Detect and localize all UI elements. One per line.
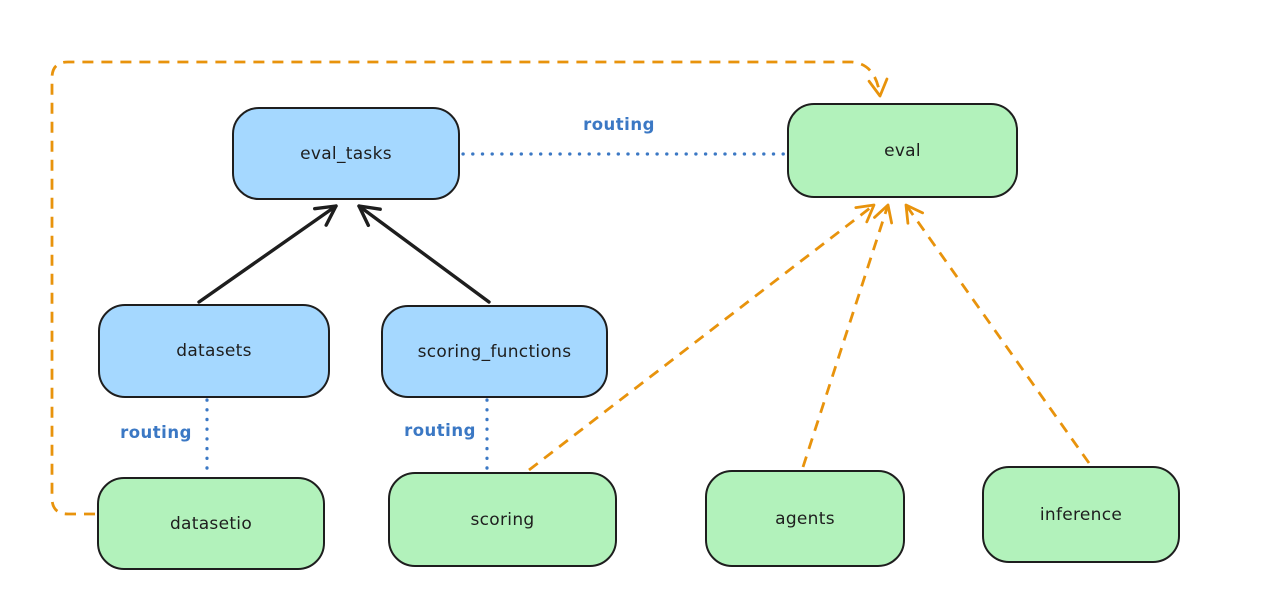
- edge-datasetio-to-eval: [50, 60, 889, 516]
- node-eval: eval: [787, 103, 1018, 198]
- edge-label-routing-eval-tasks-eval: routing: [583, 115, 655, 134]
- node-agents-label: agents: [775, 508, 835, 529]
- node-scoring-label: scoring: [470, 509, 535, 530]
- node-scoring: scoring: [388, 472, 617, 567]
- node-inference-label: inference: [1039, 504, 1123, 525]
- edge-label-routing-datasets-datasetio: routing: [120, 423, 192, 442]
- node-datasets-label: datasets: [176, 341, 252, 361]
- node-eval-label: eval: [884, 140, 921, 161]
- edge-datasets-to-eval-tasks: [197, 204, 338, 304]
- edge-label-routing-scoring-functions-scoring: routing: [404, 421, 476, 440]
- edge-agents-to-eval: [801, 203, 894, 468]
- node-scoring-functions: scoring_functions: [381, 305, 608, 398]
- node-inference: inference: [982, 466, 1180, 563]
- node-datasetio: datasetio: [97, 477, 325, 570]
- node-scoring-functions-label: scoring_functions: [417, 341, 572, 362]
- node-agents: agents: [705, 470, 905, 567]
- node-eval-tasks: eval_tasks: [232, 107, 460, 200]
- node-eval-tasks-label: eval_tasks: [300, 143, 392, 164]
- edge-scoring-functions-to-eval-tasks: [357, 204, 491, 304]
- edge-inference-to-eval: [904, 203, 1091, 464]
- node-datasets: datasets: [98, 304, 330, 398]
- node-datasetio-label: datasetio: [169, 513, 253, 534]
